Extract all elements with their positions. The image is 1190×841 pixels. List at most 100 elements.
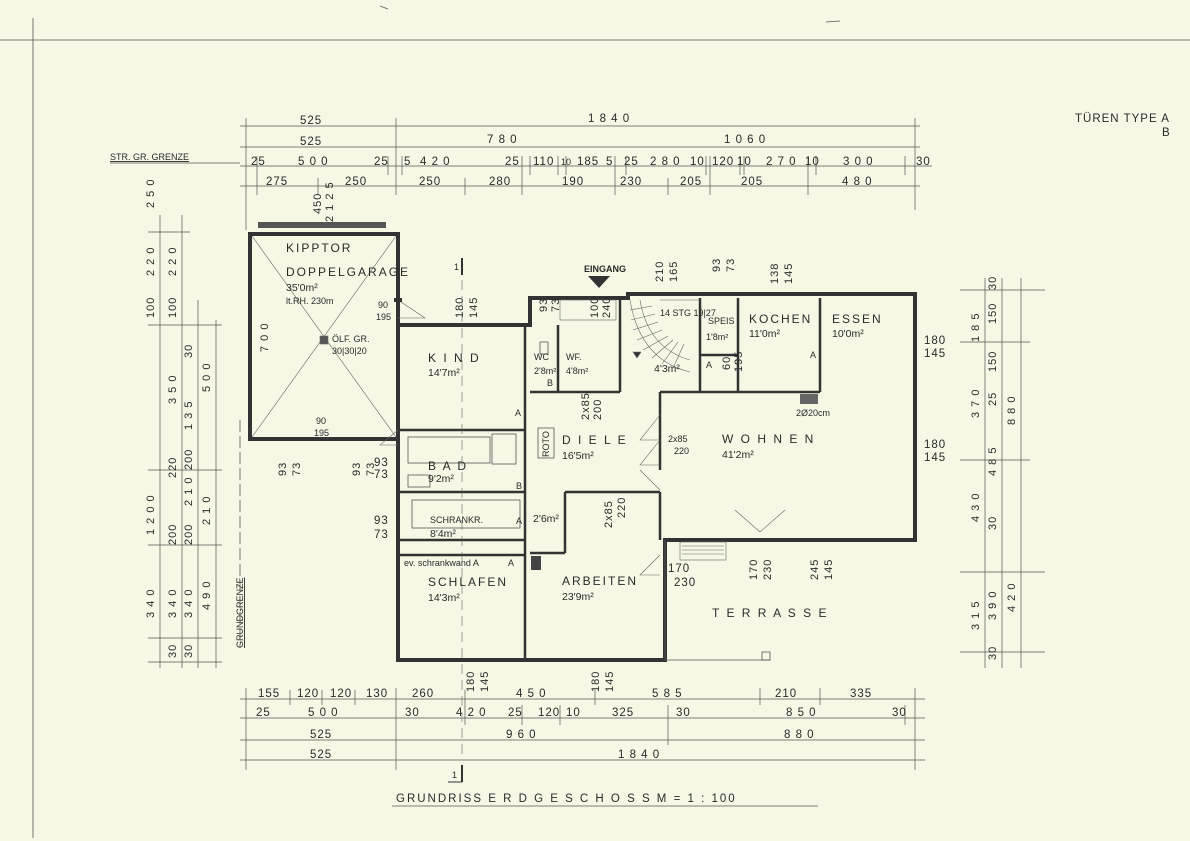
wf-area: 4'8m² [566,366,588,376]
op-5e: 73 [725,258,737,272]
dim-right-c1-3: 3 1 5 [970,601,982,630]
schlafen-label: SCHLAFEN [428,575,508,589]
op-14b: 170 [748,559,760,580]
wc-area: 2'8m² [534,366,556,376]
dim-right-c2-1: 150 [987,303,999,324]
op-0: 90 [378,300,388,310]
door-size-3: 220 [674,446,689,456]
dim-top-r3-14: 10 [737,156,752,168]
diele-label: D I E L E [562,433,628,447]
op-18b: 180 [924,439,946,451]
dim-right-c2-6: 3 9 0 [987,591,999,620]
dim-right-c2-4: 4 8 5 [987,447,999,476]
door-b-2: B [516,481,522,491]
kind-label: K I N D [428,351,481,365]
dim-bot-r1-1: 120 [297,688,319,700]
dim-top-r3-17: 3 0 0 [843,156,874,168]
dim-bot-r1-6: 5 8 5 [652,688,683,700]
bad-area: 9'2m² [428,473,454,485]
dim-top-r3-3: 5 [404,156,411,168]
schlafen-area: 14'3m² [428,592,460,604]
dim-bot-r2-10: 30 [892,707,907,719]
op-4b: 93 [351,462,363,476]
dim-left-inner-10: 30 [183,644,195,658]
top-dimension-lines: 525 1 8 4 0 525 7 8 0 1 0 6 0 25 5 0 0 2… [110,113,932,230]
essen-label: ESSEN [832,312,883,326]
dim-top-r4-4: 190 [562,176,584,188]
op-15: 230 [674,577,696,589]
garage-area: 35'0m² [286,282,318,294]
dim-left-mid-2: 3 5 0 [167,375,179,404]
dim-bot-r4-1: 1 8 4 0 [618,749,660,761]
dim-bot-r2-8: 30 [676,707,691,719]
door-size-2: 2x85 [668,434,688,444]
section-mark-bottom: 1 [452,770,457,780]
bad-label: B A D [428,459,468,473]
dim-right-c3-0: 8 8 0 [1006,396,1018,425]
garage-depth: 7 0 0 [259,323,271,352]
dim-bot-r1-4: 260 [412,688,434,700]
dim-bot-r2-9: 8 5 0 [786,707,817,719]
dim-top-r4-2: 250 [419,176,441,188]
op-1: 195 [376,312,391,322]
dim-top-r4-7: 205 [741,176,763,188]
op-2b: 180 [465,671,477,692]
op-4d: 93 [374,515,389,527]
kind-area: 14'7m² [428,367,460,379]
dim-left-outer-1: 1 2 0 0 [145,494,157,535]
drawing-title: GRUNDRISS E R D G E S C H O S S M = 1 : … [396,793,737,805]
op-6: 210 [654,261,666,282]
dim-bot-r4-0: 525 [310,749,332,761]
op-8: 138 [769,263,781,284]
dim-top-r3-11: 2 8 0 [650,156,681,168]
dim-top-r3-9: 5 [606,156,613,168]
street-boundary-label: STR. GR. GRENZE [110,152,189,162]
op-19: 145 [924,348,946,360]
chimney-label: 2Ø20cm [796,408,830,418]
dim-top-r4-6: 205 [680,176,702,188]
dim-left-outer-0: 2 5 0 [145,179,157,208]
dim-top-r3-5: 25 [505,156,520,168]
dim-bot-r1-7: 210 [775,688,797,700]
dim-bot-r3-2: 8 8 0 [784,729,815,741]
wohnen-area: 41'2m² [722,449,754,461]
op-2c: 180 [590,671,602,692]
flur-area: 2'6m² [533,513,559,525]
dim-left-mid-1: 100 [145,297,157,318]
op-17: 145 [823,559,835,580]
dim-left-mid-8b: 3 4 0 [145,589,157,618]
wc-label: WC [534,352,549,362]
dim-top-r3-18: 30 [916,156,931,168]
dim-right-c2-5: 30 [987,516,999,530]
garage-door-dim: 2 1 2 5 [324,181,336,222]
window-markers [270,298,818,441]
door-swings [379,299,786,576]
dim-left-inner-1: 30 [183,344,195,358]
dim-left-mid-1b: 100 [167,297,179,318]
dim-top-r4-0: 275 [266,176,288,188]
op-7: 165 [668,261,680,282]
dim-left-inner-9: 3 4 0 [183,589,195,618]
door-type-legend: TÜREN TYPE A [1075,113,1170,125]
op-1b: 195 [314,428,329,438]
shower [491,433,517,465]
op-4f: 93 [538,298,550,312]
door-a-1: A [515,408,521,418]
dim-bot-r2-6: 10 [566,707,581,719]
schrankwand-note: ev. schrankwand A [404,558,479,568]
op-13: 195 [733,351,745,372]
dim-left-mid-4: 220 [167,457,179,478]
garage-diagonals [251,235,397,438]
op-5b: 73 [365,462,377,476]
bathtub [407,436,491,464]
door-a-4: A [706,360,712,370]
dim-left-mid-9: 30 [167,644,179,658]
dim-left-inner-7: 2 1 0 [183,477,195,506]
stair-label: 14 STG 19|27 [660,308,716,318]
door-size-5: 220 [616,497,628,518]
op-11: 240 [601,297,613,318]
garage-door-label: KIPPTOR [286,241,352,255]
dim-top-r3-15: 2 7 0 [766,156,797,168]
door-a-5: A [810,350,816,360]
